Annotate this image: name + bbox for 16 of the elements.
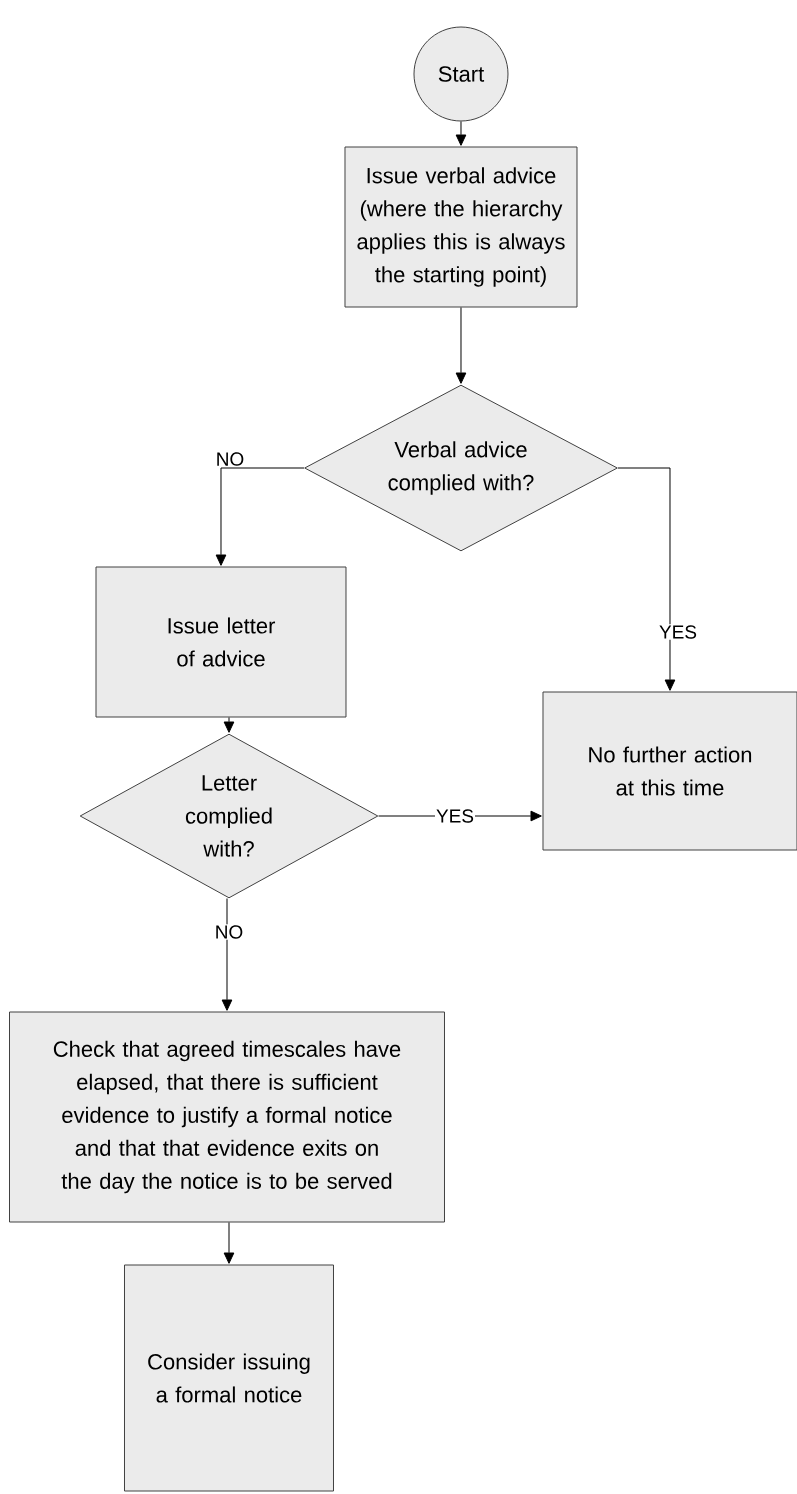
edge-label: NO bbox=[213, 924, 245, 940]
arrow bbox=[215, 467, 305, 566]
arrow bbox=[221, 898, 233, 1011]
edge-label: NO bbox=[214, 451, 246, 467]
process-box: Issue verbal advice (where the hierarchy applies this is always the starting point) bbox=[344, 146, 578, 308]
arrow bbox=[223, 717, 235, 733]
process-box: Consider issuing a formal notice bbox=[124, 1264, 334, 1492]
process-box: Issue letter of advice bbox=[95, 566, 347, 718]
arrow bbox=[223, 1222, 235, 1264]
arrow bbox=[455, 121, 467, 146]
process-box: Check that agreed timescales have elapsed, that there is sufficient evidence to justify a formal notice and that that evidence exits on the day the notice is to be served bbox=[9, 1011, 445, 1223]
edge-label: YES bbox=[435, 808, 475, 824]
arrow bbox=[617, 467, 676, 691]
arrow bbox=[455, 307, 467, 384]
process-box: No further action at this time bbox=[542, 691, 797, 851]
edge-label: YES bbox=[658, 624, 698, 640]
